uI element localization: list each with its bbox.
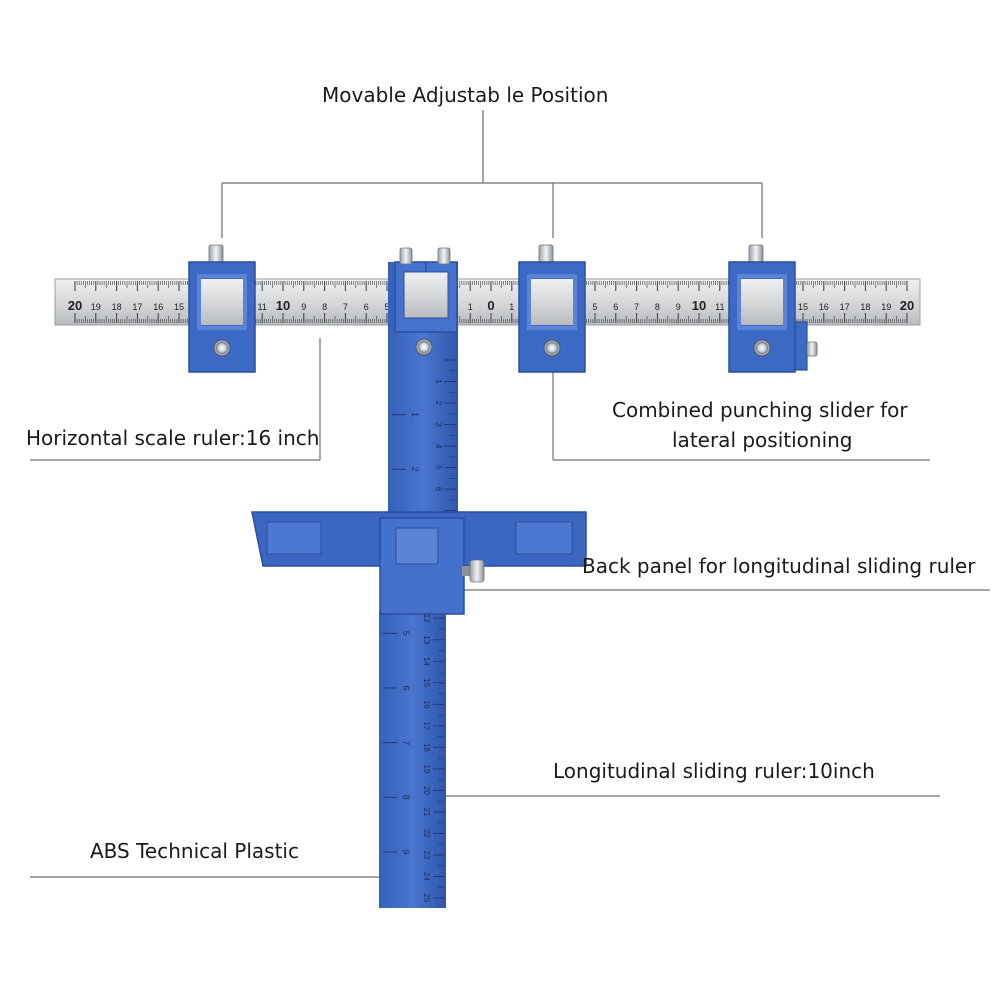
h-scale-label: 7	[343, 302, 348, 312]
h-scale-label: 17	[840, 302, 850, 312]
h-scale-label: 19	[881, 302, 891, 312]
h-scale-label: 20	[68, 298, 82, 313]
h-scale-label: 1	[468, 302, 473, 312]
punching-sliders	[188, 244, 818, 373]
v-inch-label: 2	[410, 467, 420, 472]
h-scale-label: 20	[900, 298, 914, 313]
slider-drill-hole	[213, 339, 231, 357]
v-inch-label: 8	[401, 795, 411, 800]
h-scale-label: 5	[384, 302, 389, 312]
h-scale-label: 10	[276, 298, 290, 313]
v-cm-label: 19	[422, 764, 431, 773]
v-cm-label: 16	[422, 700, 431, 709]
back-panel-slot-right	[515, 521, 573, 555]
slider-drill-hole	[543, 339, 561, 357]
v-cm-label: 5	[434, 465, 443, 470]
callout-punching-slider-line1: Combined punching slider for	[612, 398, 908, 422]
vertical-ruler-labels: 1234561213141516171819202122232425125678…	[401, 379, 443, 903]
h-scale-label: 10	[692, 298, 706, 313]
h-scale-label: 1	[509, 302, 514, 312]
v-cm-label: 22	[422, 829, 431, 838]
slider-window-frame	[197, 274, 247, 330]
v-cm-label: 15	[422, 678, 431, 687]
back-panel-slot-left	[266, 521, 322, 555]
h-scale-label: 6	[364, 302, 369, 312]
h-scale-label: 15	[174, 302, 184, 312]
v-inch-label: 1	[410, 412, 420, 417]
v-inch-label: 9	[401, 849, 411, 854]
v-cm-label: 21	[422, 807, 431, 816]
thumb-screw[interactable]	[462, 559, 485, 583]
v-inch-label: 7	[401, 740, 411, 745]
slider-window-frame	[737, 274, 787, 330]
vertical-ruler-window	[403, 271, 449, 319]
leader-lines	[30, 110, 990, 878]
slider-window	[531, 279, 573, 325]
slider-left[interactable]	[188, 244, 256, 373]
h-scale-label: 15	[798, 302, 808, 312]
h-scale-label: 16	[819, 302, 829, 312]
v-inch-label: 6	[401, 685, 411, 690]
slider-middle[interactable]	[518, 244, 586, 373]
h-scale-label: 18	[112, 302, 122, 312]
h-scale-label: 8	[322, 302, 327, 312]
h-scale-label: 11	[258, 302, 267, 312]
v-cm-label: 25	[422, 894, 431, 903]
v-cm-label: 13	[422, 635, 431, 644]
back-panel	[251, 511, 587, 615]
v-inch-label: 5	[401, 631, 411, 636]
v-cm-label: 17	[422, 721, 431, 730]
v-cm-label: 12	[422, 614, 431, 623]
slider-window	[741, 279, 783, 325]
slider-stop-tab[interactable]	[794, 321, 818, 371]
vertical-ruler-hole	[415, 338, 433, 356]
vertical-ruler-screws	[399, 247, 451, 265]
v-cm-label: 23	[422, 851, 431, 860]
vertical-blue-ruler: 1234561213141516171819202122232425125678…	[379, 247, 458, 908]
vertical-ruler-ticks	[383, 359, 456, 899]
slider-drill-hole	[753, 339, 771, 357]
h-scale-label: 9	[676, 302, 681, 312]
v-cm-label: 3	[434, 422, 443, 427]
callout-horizontal-ruler: Horizontal scale ruler:16 inch	[26, 426, 320, 450]
slider-window-frame	[527, 274, 577, 330]
h-scale-label: 19	[91, 302, 101, 312]
callout-longitudinal-ruler: Longitudinal sliding ruler:10inch	[553, 759, 875, 783]
h-scale-label: 11	[715, 302, 724, 312]
v-cm-label: 14	[422, 657, 431, 666]
h-scale-label: 7	[634, 302, 639, 312]
h-scale-label: 6	[613, 302, 618, 312]
v-cm-label: 18	[422, 743, 431, 752]
callout-back-panel: Back panel for longitudinal sliding rule…	[582, 554, 976, 578]
h-scale-label: 5	[592, 302, 597, 312]
slider-right[interactable]	[728, 244, 796, 373]
h-scale-label: 16	[153, 302, 163, 312]
h-scale-label: 17	[132, 302, 142, 312]
back-panel-slider-window	[395, 527, 439, 565]
callout-adjustable-position: Movable Adjustab le Position	[322, 83, 609, 107]
v-cm-label: 1	[434, 379, 443, 384]
callout-punching-slider-line2: lateral positioning	[672, 428, 853, 452]
h-scale-label: 0	[487, 298, 494, 313]
h-scale-label: 9	[301, 302, 306, 312]
h-scale-label: 18	[860, 302, 870, 312]
v-cm-label: 20	[422, 786, 431, 795]
h-scale-label: 8	[655, 302, 660, 312]
v-cm-label: 4	[434, 444, 443, 449]
v-cm-label: 6	[434, 487, 443, 492]
v-cm-label: 24	[422, 872, 431, 881]
callout-material: ABS Technical Plastic	[90, 839, 299, 863]
slider-window	[201, 279, 243, 325]
v-cm-label: 2	[434, 401, 443, 406]
